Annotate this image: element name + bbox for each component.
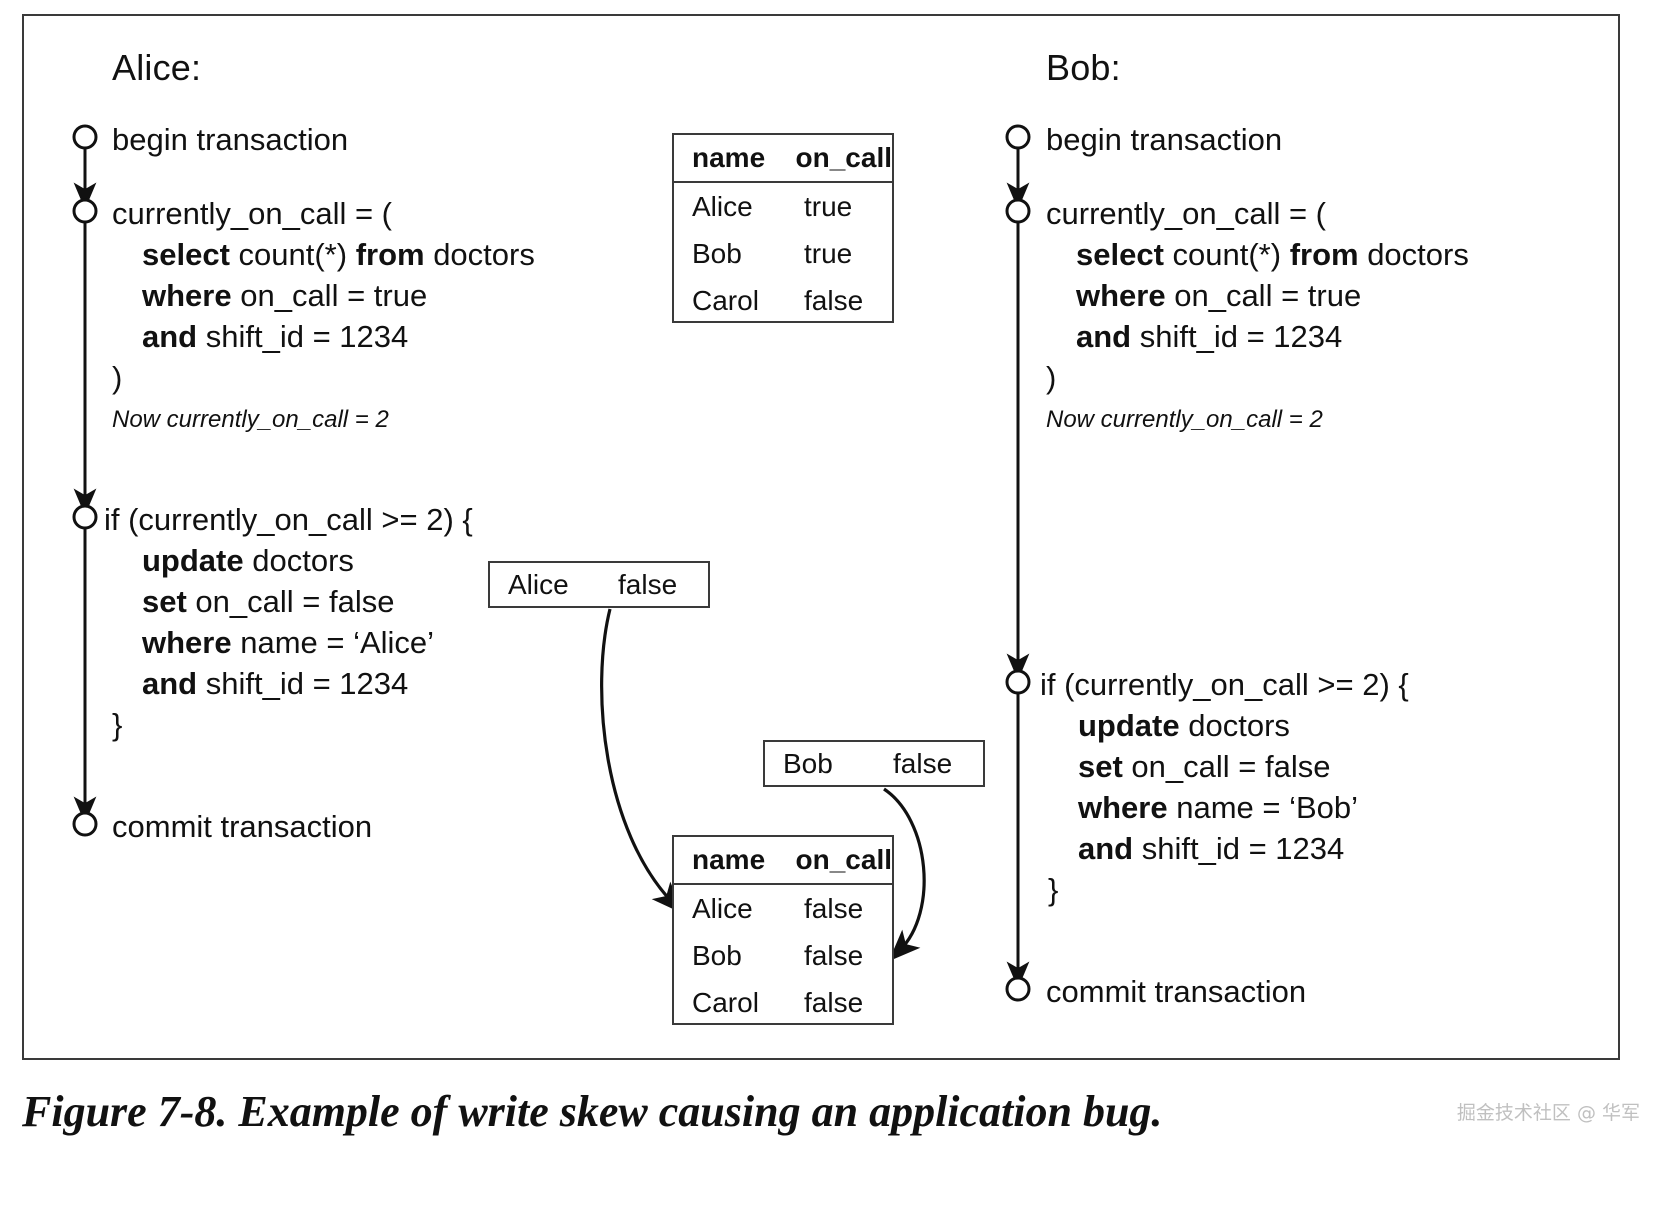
bob-kw-set: set (1078, 749, 1123, 784)
alice-note-value: Now currently_on_call = 2 (112, 406, 389, 433)
watermark-text: 掘金技术社区 @ 华军 (1456, 1102, 1640, 1124)
alice-select-rest4: shift_id = 1234 (197, 319, 409, 354)
write-on-call: false (893, 747, 953, 779)
table-header-row: name on_call (674, 135, 892, 183)
bob-kw-select: select (1076, 237, 1164, 272)
bob-select-close: ) (1046, 360, 1057, 395)
alice-if-close: } (112, 707, 123, 742)
bob-step-select: currently_on_call = ( select count(*) fr… (1046, 193, 1469, 398)
bob-select-rest3: on_call = true (1165, 278, 1362, 313)
alice-select-close: ) (112, 360, 123, 395)
cell-on-call: false (804, 939, 864, 971)
bob-update-rest: doctors (1179, 708, 1290, 743)
alice-kw-where2: where (142, 625, 232, 660)
cell-on-call: true (804, 190, 853, 222)
table-header-row: name on_call (674, 837, 892, 885)
alice-and-rest: shift_id = 1234 (197, 666, 409, 701)
bob-step-begin: begin transaction (1046, 119, 1282, 160)
alice-step-commit: commit transaction (112, 806, 372, 847)
bob-kw-from: from (1289, 237, 1359, 272)
table-row: Carol false (674, 277, 892, 324)
cell-name: Bob (692, 237, 742, 269)
alice-select-head: currently_on_call = ( (112, 196, 392, 231)
bob-and-rest: shift_id = 1234 (1133, 831, 1345, 866)
alice-kw-and2: and (142, 666, 198, 701)
doctors-table-before: name on_call Alice true Bob true Carol f… (672, 133, 894, 323)
doctors-table-after: name on_call Alice false Bob false Carol… (672, 835, 894, 1025)
table-header-name: name (692, 844, 766, 875)
cell-name: Carol (692, 986, 759, 1018)
table-row: Alice false (674, 885, 892, 932)
alice-select-rest1: count(*) (229, 237, 356, 272)
alice-kw-from: from (355, 237, 425, 272)
alice-select-rest3: on_call = true (231, 278, 428, 313)
alice-where-rest: name = ‘Alice’ (231, 625, 435, 660)
alice-write-record: Alice false (488, 561, 710, 608)
alice-column-title: Alice: (112, 47, 202, 88)
bob-where-rest: name = ‘Bob’ (1167, 790, 1359, 825)
cell-on-call: true (804, 237, 853, 269)
alice-begin-text: begin transaction (112, 122, 349, 157)
alice-step-begin: begin transaction (112, 119, 348, 160)
write-name: Bob (783, 747, 833, 779)
bob-commit-text: commit transaction (1046, 974, 1307, 1009)
bob-if-close: } (1048, 872, 1059, 907)
alice-step-if: if (currently_on_call >= 2) { update doc… (104, 499, 473, 745)
bob-set-rest: on_call = false (1122, 749, 1331, 784)
bob-kw-where: where (1076, 278, 1166, 313)
bob-kw-update: update (1078, 708, 1180, 743)
cell-on-call: false (804, 986, 864, 1018)
alice-kw-where: where (142, 278, 232, 313)
table-row: Bob false (674, 932, 892, 979)
alice-select-rest2: doctors (424, 237, 535, 272)
bob-note-value: Now currently_on_call = 2 (1046, 406, 1323, 433)
alice-update-rest: doctors (243, 543, 354, 578)
table-header-on-call: on_call (795, 142, 892, 173)
table-row: Alice true (674, 183, 892, 230)
alice-if-head: if (currently_on_call >= 2) { (104, 502, 473, 537)
cell-name: Alice (692, 892, 753, 924)
alice-commit-text: commit transaction (112, 809, 373, 844)
bob-column-title: Bob: (1046, 47, 1121, 88)
alice-kw-set: set (142, 584, 187, 619)
bob-kw-and: and (1076, 319, 1132, 354)
bob-select-rest4: shift_id = 1234 (1131, 319, 1343, 354)
bob-if-head: if (currently_on_call >= 2) { (1040, 667, 1409, 702)
figure-caption: Figure 7-8. Example of write skew causin… (22, 1087, 1163, 1136)
cell-name: Carol (692, 284, 759, 316)
table-row: Carol false (674, 979, 892, 1026)
alice-set-rest: on_call = false (186, 584, 395, 619)
alice-kw-update: update (142, 543, 244, 578)
bob-select-rest2: doctors (1358, 237, 1469, 272)
alice-kw-and: and (142, 319, 198, 354)
bob-step-if: if (currently_on_call >= 2) { update doc… (1040, 664, 1409, 910)
bob-kw-and2: and (1078, 831, 1134, 866)
cell-on-call: false (804, 284, 864, 316)
table-header-name: name (692, 142, 766, 173)
cell-name: Bob (692, 939, 742, 971)
cell-on-call: false (804, 892, 864, 924)
bob-select-rest1: count(*) (1163, 237, 1290, 272)
alice-kw-select: select (142, 237, 230, 272)
table-row: Bob true (674, 230, 892, 277)
alice-step-select: currently_on_call = ( select count(*) fr… (112, 193, 535, 398)
bob-step-commit: commit transaction (1046, 971, 1306, 1012)
table-header-on-call: on_call (795, 844, 892, 875)
bob-kw-where2: where (1078, 790, 1168, 825)
bob-begin-text: begin transaction (1046, 122, 1283, 157)
cell-name: Alice (692, 190, 753, 222)
write-on-call: false (618, 568, 678, 600)
write-name: Alice (508, 568, 569, 600)
bob-write-record: Bob false (763, 740, 985, 787)
bob-select-head: currently_on_call = ( (1046, 196, 1326, 231)
